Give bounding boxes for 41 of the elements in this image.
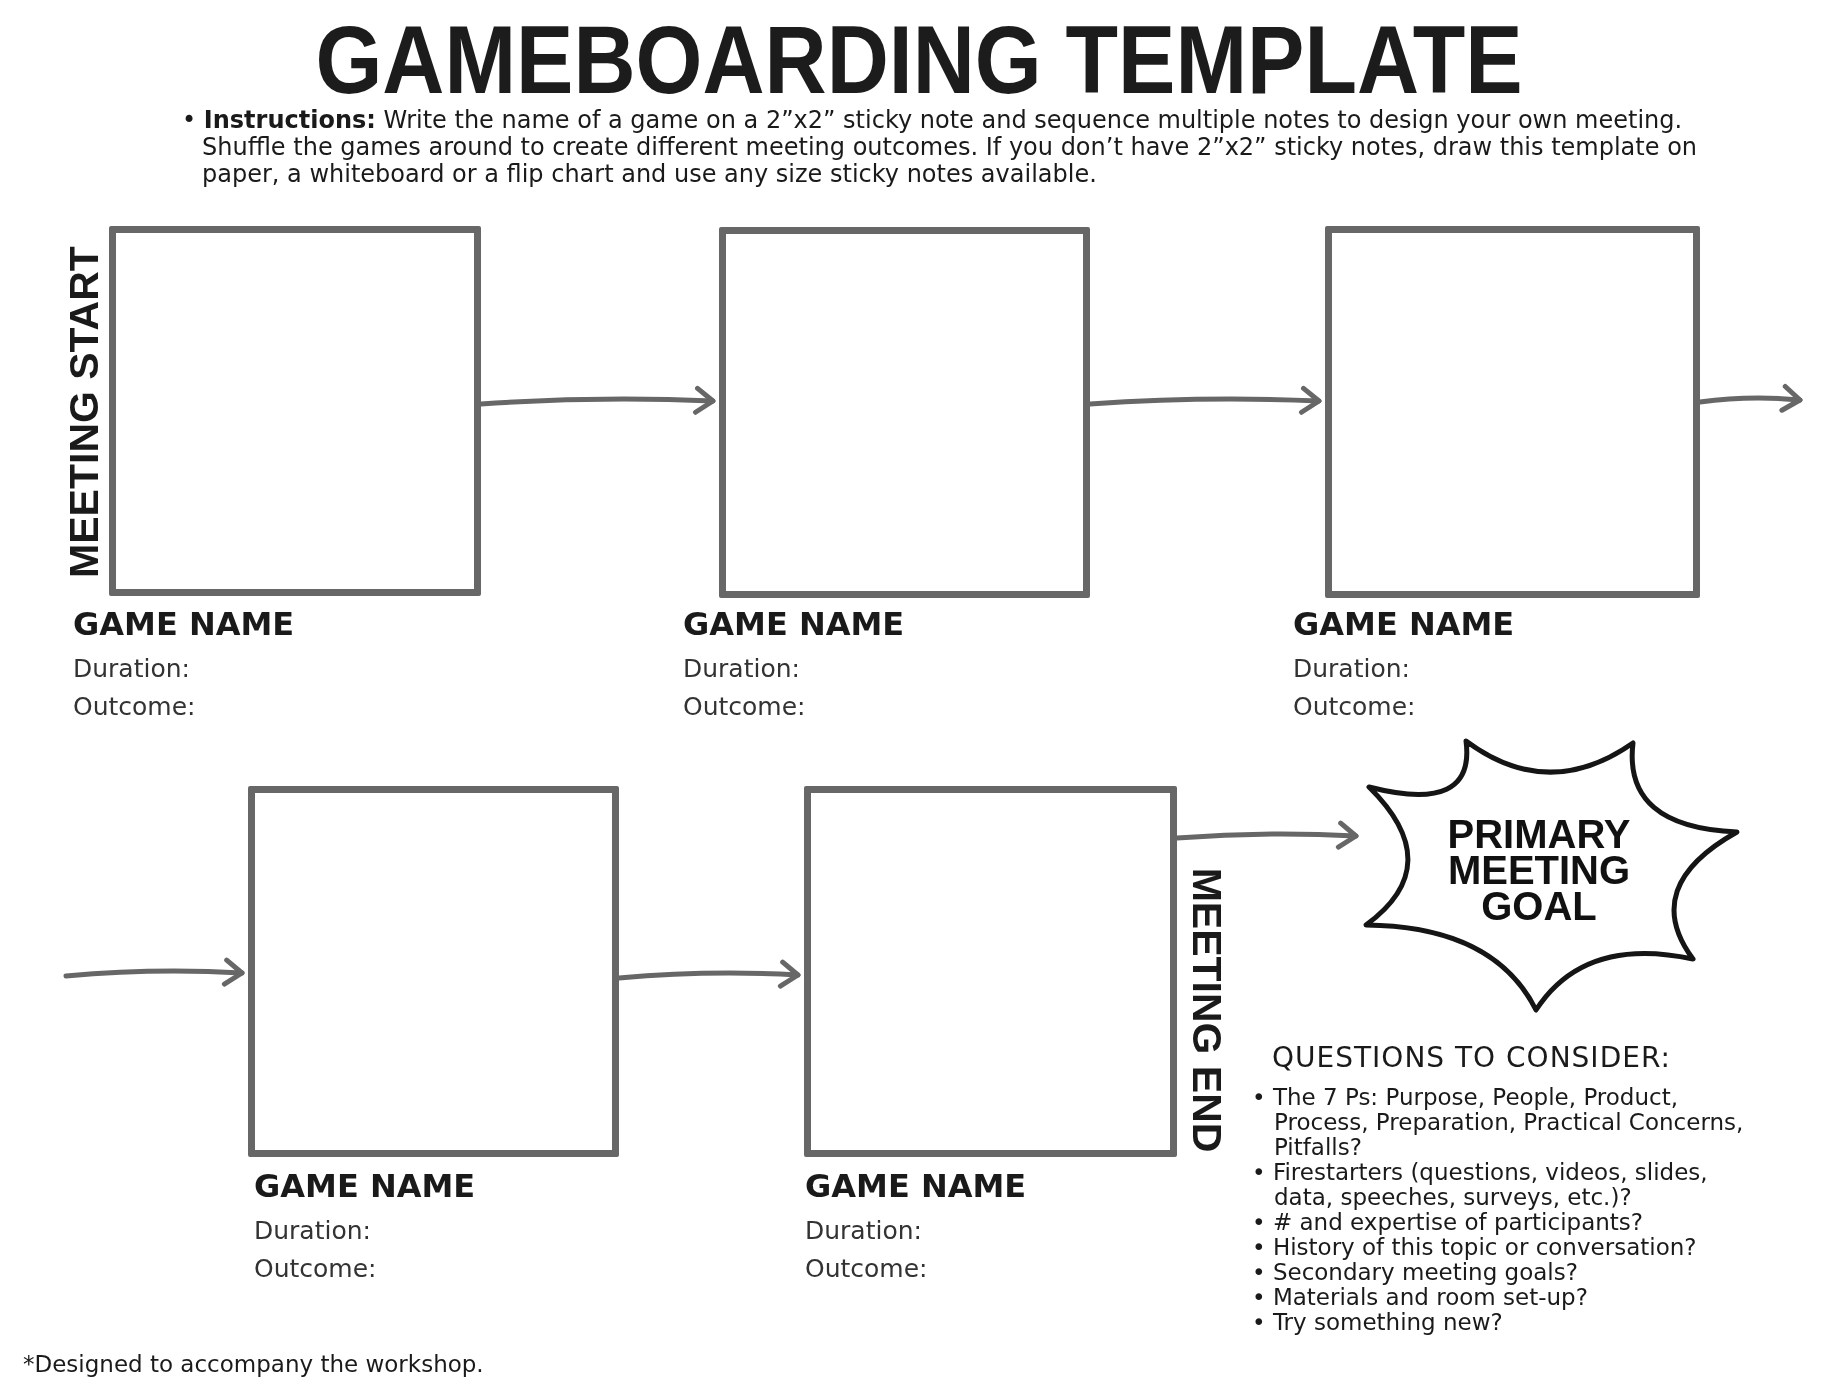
vertical-label: MEETING START (62, 246, 106, 578)
game-name-heading: GAME NAME (1293, 605, 1515, 643)
game-name-heading: GAME NAME (683, 605, 905, 643)
outcome-label: Outcome: (73, 692, 196, 722)
bullet-item: • Secondary meeting goals? (1252, 1260, 1579, 1285)
duration-label: Duration: (683, 654, 800, 684)
bullet-item: • History of this topic or conversation? (1252, 1235, 1698, 1260)
arrow (1174, 820, 1359, 850)
arrow (1697, 384, 1803, 413)
game-box (719, 227, 1090, 598)
bullet-item: • Firestarters (questions, videos, slides, data, speeches, surveys, etc.)? (1252, 1160, 1709, 1210)
game-name-heading: GAME NAME (73, 605, 295, 643)
outcome-label: Outcome: (254, 1254, 377, 1284)
game-box (248, 786, 619, 1157)
instructions-text: • Instructions: Write the name of a game on a 2”x2” sticky note and sequence multiple notes to design your own meeting. Shuffle the games around to create different meeting outcomes. If you don’t have 2”x2” sticky notes, draw this template on paper, a whiteboard or a flip chart and use any size sticky notes available. (182, 107, 1699, 188)
outcome-label: Outcome: (805, 1254, 928, 1284)
duration-label: Duration: (1293, 654, 1410, 684)
vertical-label: MEETING END (1185, 867, 1229, 1153)
starburst-shape (1362, 736, 1742, 1014)
outcome-label: Outcome: (1293, 692, 1416, 722)
bullet-item: • The 7 Ps: Purpose, People, Product, Process, Preparation, Practical Concerns, Pitfalls? (1252, 1085, 1745, 1160)
game-box (1325, 226, 1700, 598)
arrow (1087, 385, 1322, 415)
section-heading: QUESTIONS TO CONSIDER: (1272, 1042, 1671, 1074)
duration-label: Duration: (73, 654, 190, 684)
game-box (109, 226, 481, 596)
goal-text: PRIMARY MEETING GOAL (1446, 816, 1632, 924)
title: GAMEBOARDING TEMPLATE (315, 9, 1523, 109)
outcome-label: Outcome: (683, 692, 806, 722)
bullet-item: • Materials and room set-up? (1252, 1285, 1589, 1310)
arrow (478, 385, 716, 415)
duration-label: Duration: (254, 1216, 371, 1246)
game-box (804, 786, 1177, 1157)
duration-label: Duration: (805, 1216, 922, 1246)
arrow (616, 959, 801, 989)
bullet-item: • # and expertise of participants? (1252, 1210, 1644, 1235)
arrow (63, 957, 245, 987)
footnote: *Designed to accompany the workshop. (23, 1351, 484, 1377)
game-name-heading: GAME NAME (805, 1167, 1027, 1205)
game-name-heading: GAME NAME (254, 1167, 476, 1205)
bullet-item: • Try something new? (1252, 1310, 1504, 1335)
